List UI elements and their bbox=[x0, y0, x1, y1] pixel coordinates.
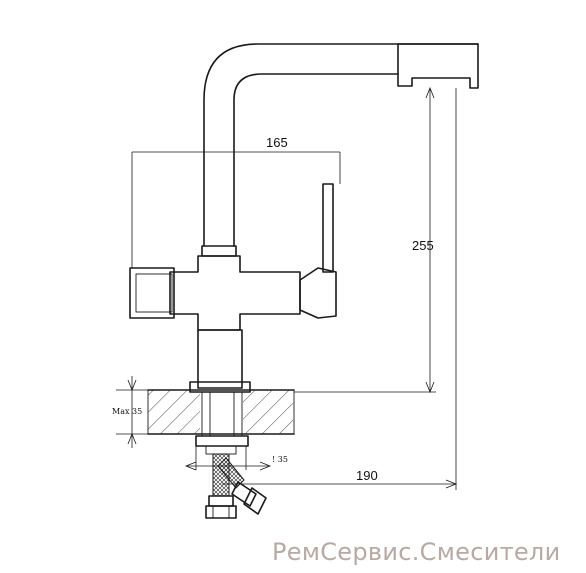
watermark-text: РемСервис.Смесители bbox=[272, 538, 561, 566]
dimension-lines bbox=[116, 86, 458, 490]
countertop-section bbox=[147, 389, 295, 435]
faucet-body bbox=[129, 43, 479, 519]
dimension-hole-label: ! 35 bbox=[272, 455, 288, 464]
dimension-190-label: 190 bbox=[356, 468, 378, 483]
dimension-255-label: 255 bbox=[412, 238, 434, 253]
dimension-thickness-label: Max 35 bbox=[112, 407, 142, 416]
dimension-165-label: 165 bbox=[266, 135, 288, 150]
